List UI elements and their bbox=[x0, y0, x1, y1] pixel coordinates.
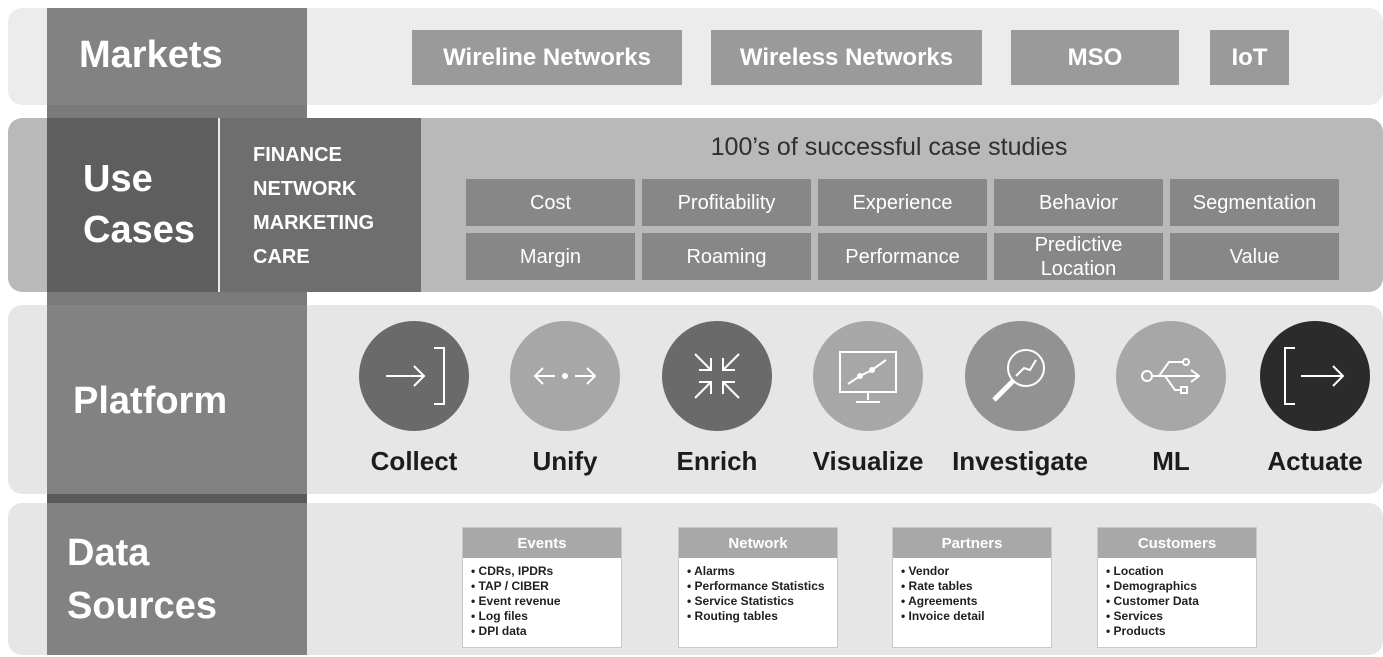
use-case-tile: Predictive Location bbox=[994, 233, 1163, 280]
data-source-card-customers: Customers Location Demographics Customer… bbox=[1097, 527, 1257, 648]
use-case-tile: Roaming bbox=[642, 233, 811, 280]
converging-arrows-icon bbox=[662, 321, 772, 431]
markets-label-block: Markets bbox=[47, 8, 307, 105]
use-case-domains: FINANCE NETWORK MARKETING CARE bbox=[253, 138, 374, 274]
list-item: TAP / CIBER bbox=[471, 579, 621, 594]
list-item: Log files bbox=[471, 609, 621, 624]
use-case-tile: Performance bbox=[818, 233, 987, 280]
list-item: Location bbox=[1106, 564, 1256, 579]
arrow-out-bracket-icon bbox=[1260, 321, 1370, 431]
list-item: DPI data bbox=[471, 624, 621, 639]
domain-item: MARKETING bbox=[253, 212, 375, 234]
market-wireless: Wireless Networks bbox=[711, 30, 982, 85]
use-case-tile: Profitability bbox=[642, 179, 811, 226]
arrow-into-bracket-icon bbox=[359, 321, 469, 431]
use-cases-title-line1: Use bbox=[83, 158, 153, 200]
column-connector bbox=[47, 292, 307, 305]
domain-item: FINANCE bbox=[253, 144, 342, 166]
data-source-card-network: Network Alarms Performance Statistics Se… bbox=[678, 527, 838, 648]
data-sources-title-line2: Sources bbox=[67, 585, 217, 627]
list-item: Rate tables bbox=[901, 579, 1051, 594]
card-title: Network bbox=[679, 528, 837, 558]
use-case-tile: Experience bbox=[818, 179, 987, 226]
use-case-tile: Value bbox=[1170, 233, 1339, 280]
use-case-tile: Cost bbox=[466, 179, 635, 226]
platform-step-label: Enrich bbox=[676, 446, 758, 476]
market-mso: MSO bbox=[1011, 30, 1179, 85]
platform-label-block: Platform bbox=[47, 305, 307, 494]
list-item: Products bbox=[1106, 624, 1256, 639]
list-item: Performance Statistics bbox=[687, 579, 837, 594]
data-sources-label-block: Data Sources bbox=[47, 503, 307, 655]
column-connector bbox=[47, 105, 307, 118]
list-item: Agreements bbox=[901, 594, 1051, 609]
card-title: Customers bbox=[1098, 528, 1256, 558]
list-item: Alarms bbox=[687, 564, 837, 579]
platform-step-label: Unify bbox=[532, 446, 598, 476]
list-item: Event revenue bbox=[471, 594, 621, 609]
data-sources-title-line1: Data bbox=[67, 532, 150, 574]
list-item: Invoice detail bbox=[901, 609, 1051, 624]
list-item: CDRs, IPDRs bbox=[471, 564, 621, 579]
platform-step-label: Collect bbox=[370, 446, 458, 476]
list-item: Service Statistics bbox=[687, 594, 837, 609]
markets-title: Markets bbox=[79, 34, 223, 76]
column-connector bbox=[47, 494, 307, 503]
platform-step-label: ML bbox=[1152, 446, 1190, 476]
data-source-card-partners: Partners Vendor Rate tables Agreements I… bbox=[892, 527, 1052, 648]
platform-step-label: Actuate bbox=[1267, 446, 1363, 476]
list-item: Customer Data bbox=[1106, 594, 1256, 609]
use-cases-title-line2: Cases bbox=[83, 209, 195, 251]
magnifier-chart-icon bbox=[965, 321, 1075, 431]
use-case-tile: Margin bbox=[466, 233, 635, 280]
use-case-domains-panel bbox=[218, 118, 421, 292]
usb-icon bbox=[1116, 321, 1226, 431]
monitor-chart-icon bbox=[813, 321, 923, 431]
list-item: Services bbox=[1106, 609, 1256, 624]
list-item: Routing tables bbox=[687, 609, 837, 624]
domain-item: NETWORK bbox=[253, 178, 357, 200]
platform-step-label: Visualize bbox=[812, 446, 924, 476]
bidirectional-arrow-icon bbox=[510, 321, 620, 431]
data-source-card-events: Events CDRs, IPDRs TAP / CIBER Event rev… bbox=[462, 527, 622, 648]
card-title: Partners bbox=[893, 528, 1051, 558]
use-case-tile: Behavior bbox=[994, 179, 1163, 226]
use-case-tile: Segmentation bbox=[1170, 179, 1339, 226]
list-item: Vendor bbox=[901, 564, 1051, 579]
platform-title: Platform bbox=[73, 380, 228, 422]
case-studies-headline: 100’s of successful case studies bbox=[710, 133, 1068, 161]
market-iot: IoT bbox=[1210, 30, 1289, 85]
list-item: Demographics bbox=[1106, 579, 1256, 594]
platform-step-label: Investigate bbox=[952, 446, 1088, 476]
domain-item: CARE bbox=[253, 246, 310, 268]
card-title: Events bbox=[463, 528, 621, 558]
market-wireline: Wireline Networks bbox=[412, 30, 682, 85]
divider bbox=[218, 118, 220, 292]
